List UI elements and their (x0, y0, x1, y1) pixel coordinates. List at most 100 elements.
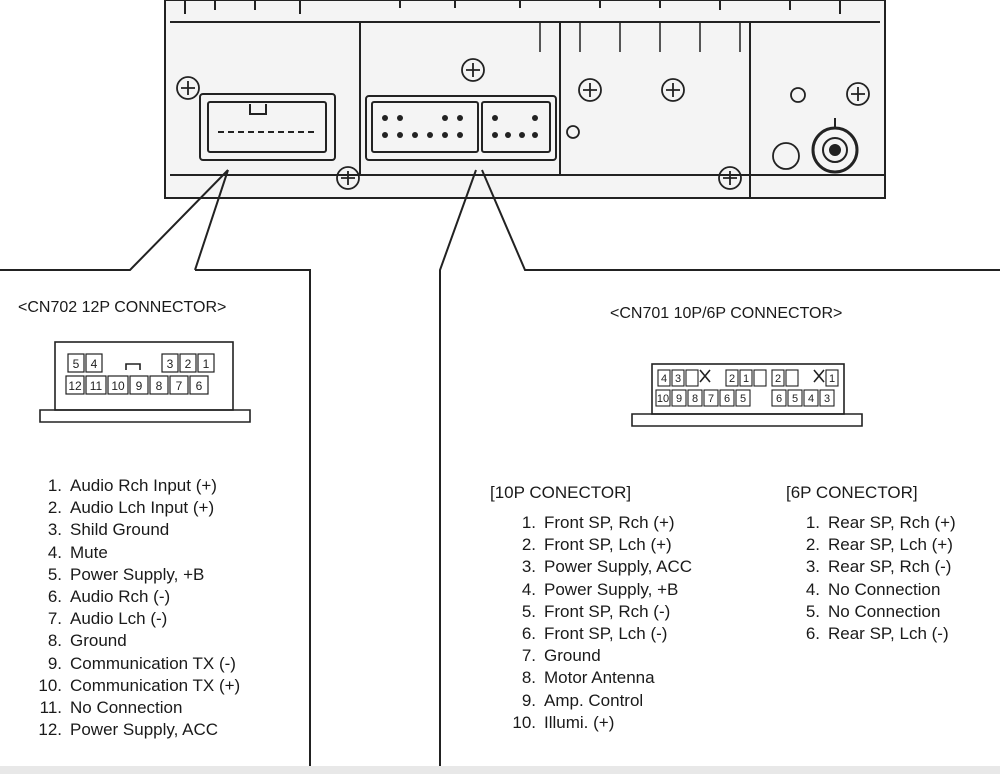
pin-label: 5 (73, 357, 80, 371)
pin-label: 2 (185, 357, 192, 371)
pin-number: 1. (521, 513, 536, 532)
pin-list-item: 3.Power Supply, ACC (522, 556, 693, 578)
pin-list-item: 6.Rear SP, Lch (-) (806, 623, 949, 645)
pin-label: 12 (68, 379, 82, 393)
pin-list-item: 4.No Connection (806, 579, 941, 601)
pin-label: 9 (136, 379, 143, 393)
pin-list-item: 3.Shild Ground (48, 519, 170, 541)
pin-label: 1 (743, 373, 749, 385)
pin-label: 11 (90, 379, 103, 393)
pin-list-item: 5.Front SP, Rch (-) (522, 601, 671, 623)
pin-number: 5. (47, 564, 62, 584)
pin-label: 1 (829, 373, 835, 385)
pin-label: 6 (724, 393, 730, 405)
6p-heading: [6P CONECTOR] (786, 483, 918, 502)
pin-description: Audio Lch Input (+) (70, 498, 215, 518)
pin-number: 7. (521, 646, 536, 666)
pin-list-item: 12. Power Supply, ACC (38, 719, 219, 741)
pin-number: 8. (521, 668, 536, 688)
pin-list-item: 8. Motor Antenna (522, 667, 655, 689)
pin-list-item: 6.Front SP, Lch (-) (522, 623, 668, 645)
pin-number: 9. (47, 653, 62, 673)
pin-label: 4 (661, 373, 667, 385)
pin-list-item: 2.Front SP, Lch (+) (522, 534, 672, 556)
pin-description: Mute (70, 542, 108, 562)
pin-description: Illumi. (+) (544, 712, 615, 732)
pin-description: Rear SP, Rch (+) (828, 513, 956, 532)
pin-label: 6 (776, 393, 782, 405)
pin-label: 1 (203, 357, 210, 371)
pin-description: Motor Antenna (544, 668, 655, 688)
pin-number: 10. (38, 675, 62, 695)
pin-description: Front SP, Lch (+) (544, 535, 672, 555)
pin-description: No Connection (828, 579, 941, 599)
pin-number: 1. (805, 513, 820, 532)
pin-description: Amp. Control (544, 690, 644, 710)
cn702-socket (199, 93, 336, 161)
pin-description: Power Supply, +B (544, 579, 679, 599)
pin-description: Front SP, Rch (-) (544, 601, 671, 621)
pin-description: Rear SP, Rch (-) (828, 557, 952, 577)
pin-list-item: 9. Communication TX (-) (48, 653, 236, 675)
antenna-jack (811, 118, 859, 174)
pin-label: 8 (692, 393, 698, 405)
pin-list-item: 11.No Connection (40, 697, 183, 719)
pin-description: Shild Ground (70, 520, 170, 540)
pin-description: Communication TX (+) (70, 675, 241, 695)
pin-number: 3. (805, 557, 820, 577)
pin-list-item: 1.Audio Rch Input (+) (48, 475, 217, 497)
pin-number: 12. (38, 720, 62, 740)
pin-number: 11. (39, 698, 62, 717)
pin-number: 10. (512, 712, 536, 732)
pin-list-item: 4. Power Supply, +B (522, 579, 679, 601)
pin-label: 7 (176, 379, 183, 393)
cn702-title: <CN702 12P CONNECTOR> (18, 299, 227, 316)
pin-number: 7. (47, 609, 62, 629)
pin-number: 2. (805, 535, 820, 555)
pin-number: 6. (521, 624, 536, 643)
pin-description: Ground (544, 646, 601, 666)
pin-number: 8. (47, 631, 62, 651)
pin-description: Power Supply, +B (70, 564, 205, 584)
pin-label: 5 (740, 393, 746, 405)
pin-number: 6. (805, 624, 820, 643)
pin-description: Audio Lch (-) (70, 609, 168, 629)
pin-number: 4. (47, 542, 62, 562)
pin-label: 5 (792, 393, 798, 405)
head-unit-chassis (164, 0, 886, 199)
pin-description: Power Supply, ACC (544, 557, 693, 577)
cn702-pin-grid: 5 4 3 2 1 12 11 10 9 8 7 6 (65, 353, 215, 395)
pin-list-item: 1. Front SP, Rch (+) (522, 512, 675, 534)
callout-lines (0, 169, 1000, 766)
chassis-screws (176, 58, 870, 190)
pin-number: 4. (521, 579, 536, 599)
bottom-edge-bar (0, 766, 1000, 774)
pin-list-item: 2. Rear SP, Lch (+) (806, 534, 953, 556)
pin-list-item: 3. Rear SP, Rch (-) (806, 556, 952, 578)
pin-list-item: 1. Rear SP, Rch (+) (806, 512, 956, 534)
10p-heading: [10P CONECTOR] (490, 483, 632, 502)
pin-number: 6. (47, 587, 62, 606)
pin-description: Power Supply, ACC (70, 720, 219, 740)
pin-list-item: 5.No Connection (806, 601, 941, 623)
pin-label: 6 (196, 379, 203, 393)
pin-number: 2. (47, 498, 62, 518)
pin-description: Audio Rch Input (+) (70, 476, 217, 495)
cn701-pin-grid: 4 3 2 1 2 1 10 9 8 7 6 5 6 5 4 3 (655, 369, 839, 407)
pin-number: 9. (521, 690, 536, 710)
pin-label: 3 (824, 393, 830, 405)
pin-description: Communication TX (-) (70, 653, 236, 673)
pin-list-item: 7. Audio Lch (-) (48, 608, 168, 630)
pin-description: Ground (70, 631, 127, 651)
pin-label: 3 (675, 373, 681, 385)
pin-description: No Connection (828, 601, 941, 621)
pin-list-item: 2. Audio Lch Input (+) (48, 497, 215, 519)
pin-list-item: 10. Communication TX (+) (38, 675, 241, 697)
pin-list-item: 5. Power Supply, +B (48, 564, 205, 586)
pin-description: Audio Rch (-) (70, 587, 171, 606)
pin-description: Rear SP, Lch (+) (828, 535, 953, 555)
pin-label: 9 (676, 393, 682, 405)
pin-description: Front SP, Rch (+) (544, 513, 675, 532)
cn701-detail-connector (631, 363, 863, 427)
